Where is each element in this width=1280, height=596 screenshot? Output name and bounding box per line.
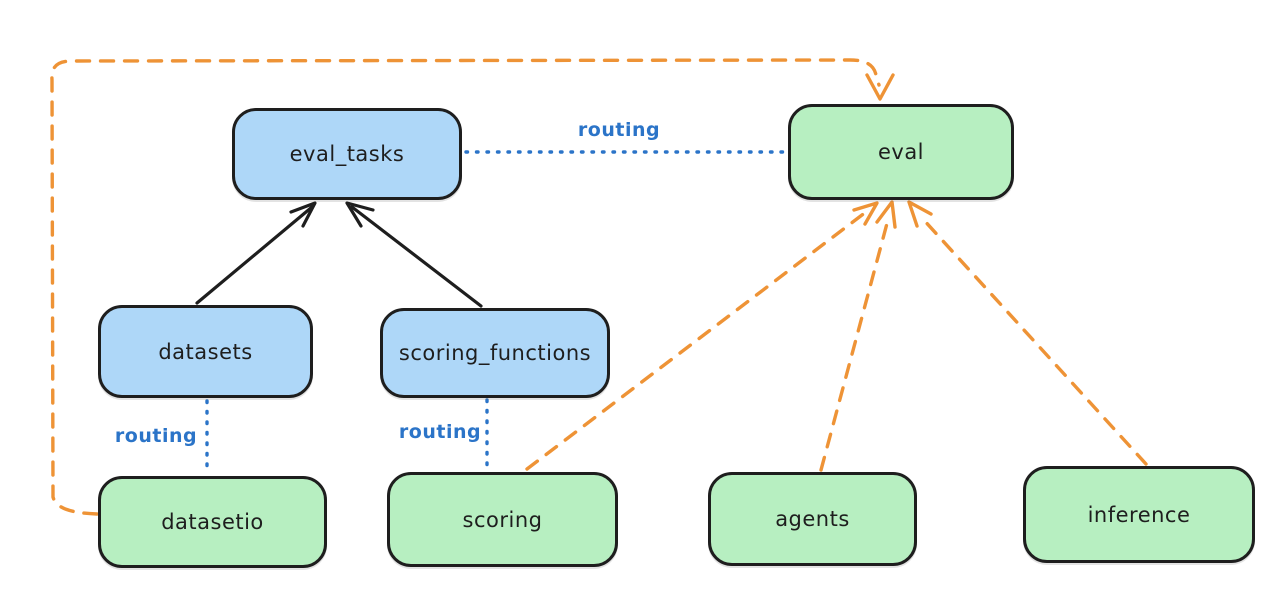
node-inference[interactable]: inference bbox=[1023, 466, 1255, 563]
node-scoring-functions[interactable]: scoring_functions bbox=[380, 308, 610, 398]
node-datasets[interactable]: datasets bbox=[98, 305, 313, 398]
node-agents[interactable]: agents bbox=[708, 472, 917, 566]
node-datasets-label: datasets bbox=[158, 339, 253, 364]
node-eval-tasks[interactable]: eval_tasks bbox=[232, 108, 462, 200]
arrowhead-icon bbox=[345, 201, 375, 228]
arrowhead-icon bbox=[289, 201, 317, 228]
edge-label-routing-eval-tasks-eval: routing bbox=[577, 119, 661, 141]
edge-scoring-functions-to-eval-tasks bbox=[345, 201, 483, 308]
edge-label-routing-datasets-datasetio: routing bbox=[114, 425, 198, 447]
node-agents-label: agents bbox=[775, 507, 850, 531]
arrowhead-icon bbox=[875, 200, 897, 229]
node-eval-tasks-label: eval_tasks bbox=[289, 142, 405, 166]
edge-label-routing-scoring-functions-scoring: routing bbox=[398, 421, 482, 443]
edge-scoring-to-eval bbox=[525, 201, 879, 471]
arrowhead-icon bbox=[907, 200, 933, 228]
node-inference-label: inference bbox=[1087, 502, 1191, 527]
node-eval-label: eval bbox=[877, 140, 925, 164]
node-scoring-label: scoring bbox=[462, 507, 543, 532]
node-datasetio-label: datasetio bbox=[161, 510, 264, 534]
edge-inference-to-eval bbox=[907, 200, 1148, 466]
edge-datasetio-to-eval bbox=[50, 58, 895, 516]
node-scoring-functions-label: scoring_functions bbox=[398, 341, 592, 365]
arrowhead-icon bbox=[865, 73, 895, 101]
edge-datasets-to-eval-tasks bbox=[195, 201, 317, 305]
node-eval[interactable]: eval bbox=[788, 104, 1014, 200]
node-scoring[interactable]: scoring bbox=[387, 472, 618, 567]
edge-agents-to-eval bbox=[819, 200, 897, 472]
node-datasetio[interactable]: datasetio bbox=[98, 476, 327, 568]
arrowhead-icon bbox=[852, 201, 879, 226]
